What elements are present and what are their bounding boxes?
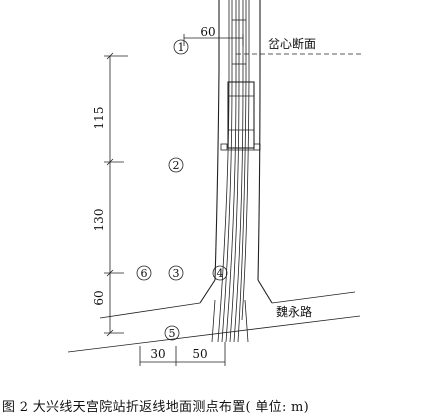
section-label: 岔心断面 — [268, 36, 316, 51]
track-structure — [199, 0, 273, 343]
measurement-point-4: 4 — [212, 265, 228, 281]
road-label: 魏永路 — [276, 304, 312, 319]
point-3-label: 3 — [173, 267, 180, 280]
measurement-point-1: 1 — [173, 39, 189, 55]
point-5-label: 5 — [169, 327, 176, 340]
dim-vertical-lower: 60 — [92, 290, 106, 305]
point-6-label: 6 — [141, 267, 148, 280]
measurement-point-6: 6 — [136, 265, 152, 281]
point-4-label: 4 — [217, 267, 224, 280]
dim-bottom-left: 30 — [150, 347, 165, 361]
measurement-point-3: 3 — [168, 265, 184, 281]
measurement-point-2: 2 — [168, 157, 184, 173]
dim-bottom-right: 50 — [192, 347, 207, 361]
road-lines — [67, 291, 361, 353]
figure-caption: 图 2 大兴线天宫院站折返线地面测点布置( 单位: m) — [2, 400, 310, 415]
dim-vertical-upper: 115 — [92, 107, 106, 130]
measurement-point-5: 5 — [164, 325, 180, 341]
vertical-dimension — [104, 52, 128, 337]
dim-top-horizontal: 60 — [200, 25, 215, 39]
bottom-dimension — [139, 342, 226, 366]
dim-vertical-middle: 130 — [92, 209, 106, 232]
point-1-label: 1 — [178, 41, 185, 54]
point-2-label: 2 — [173, 159, 180, 172]
